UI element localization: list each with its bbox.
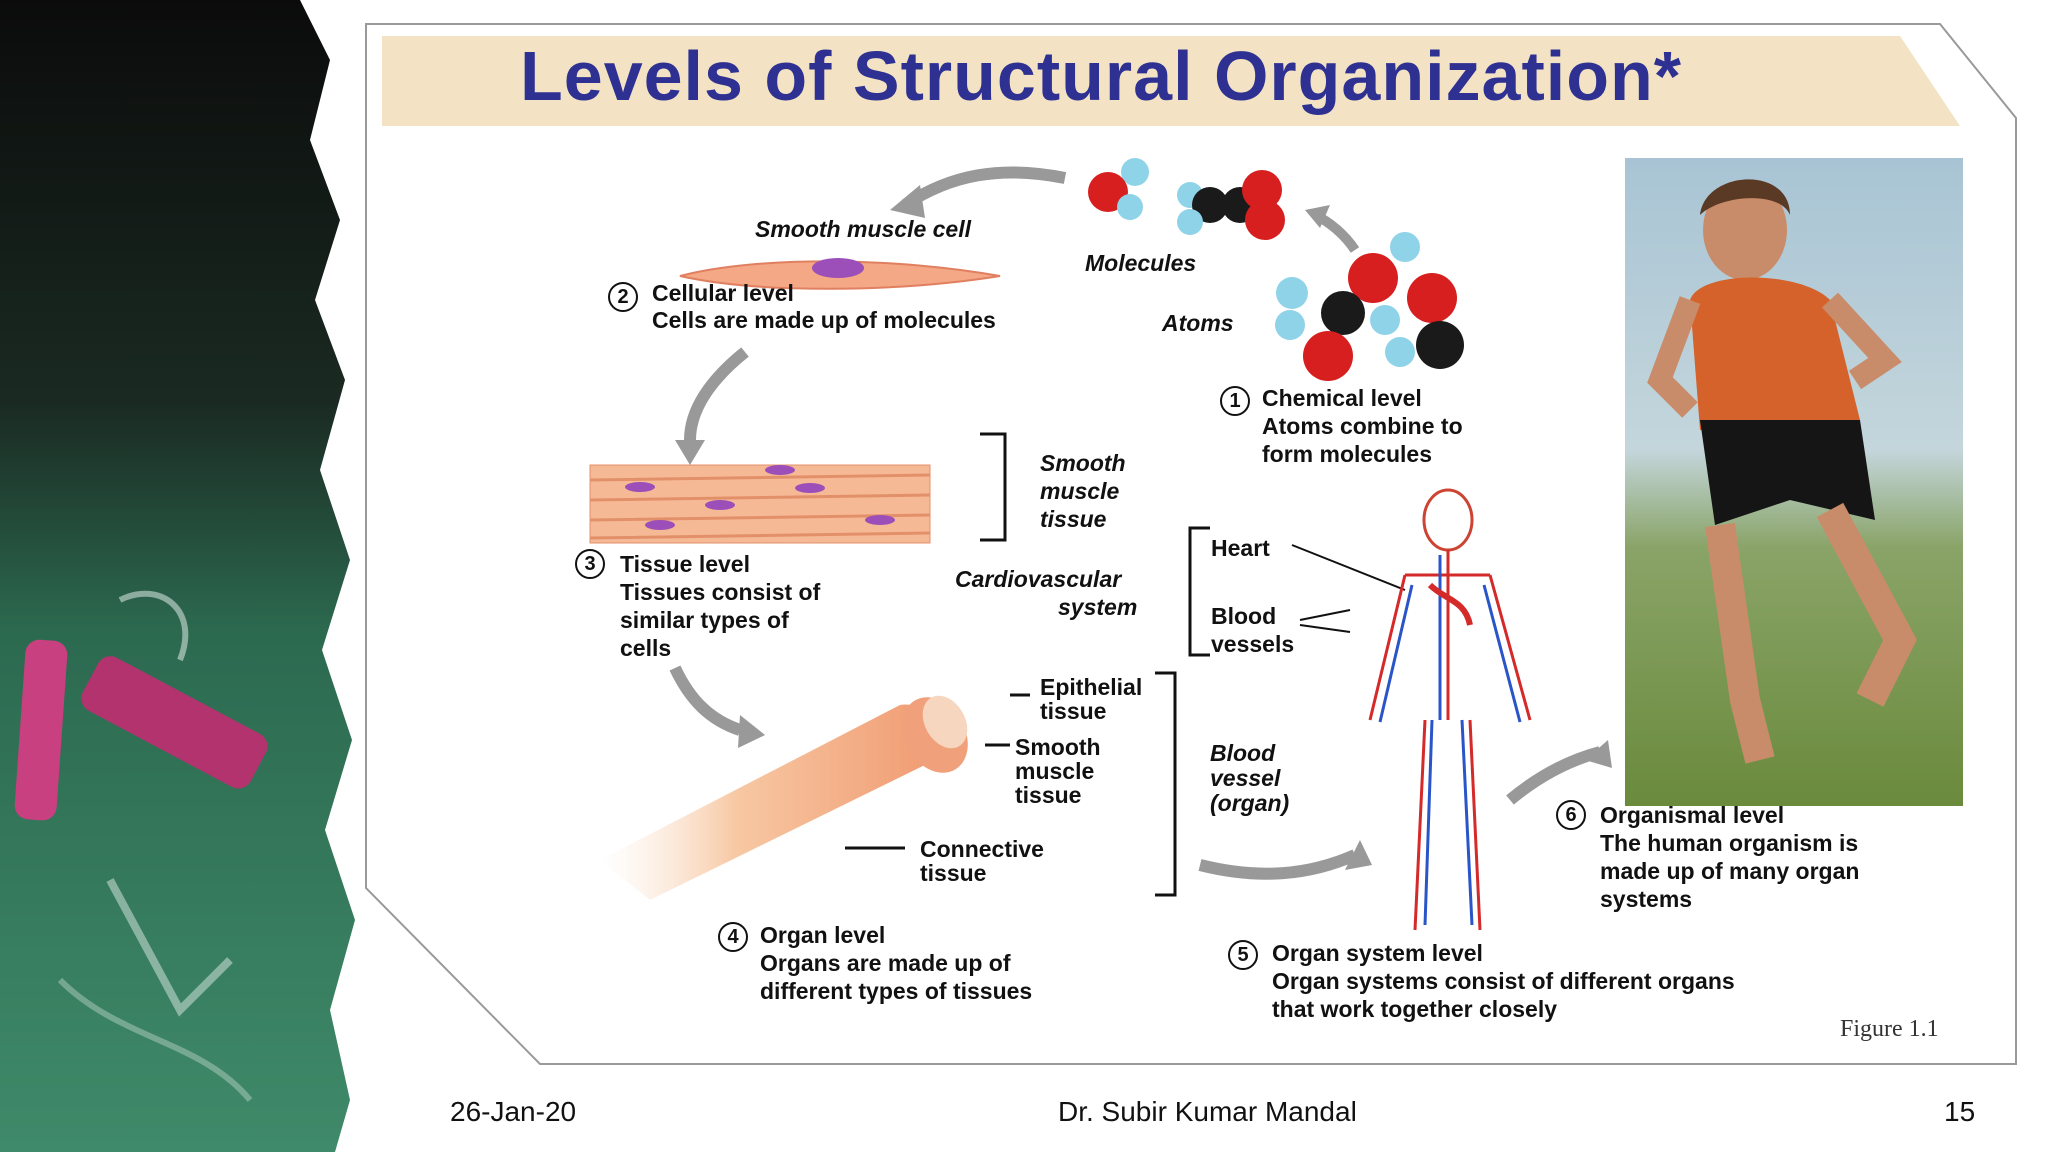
footer-page-number: 15 [1944,1096,1976,1127]
level-2-description: Cells are made up of molecules [652,307,996,333]
level-4-line1: Organs are made up of [760,950,1011,976]
label-heart: Heart [1211,535,1270,561]
label-blood-vessel-2: vessel [1210,765,1281,791]
arrow-organ-to-system [1198,849,1358,880]
chalkboard-decoration [0,0,355,1152]
arrow-molecules-to-cell [901,166,1067,210]
label-connective: Connective [920,836,1044,862]
chalk-pieces [14,639,268,821]
figure-label: Figure 1.1 [1840,1016,1939,1042]
level-4-number: 4 [718,922,748,952]
level-4-line2: different types of tissues [760,978,1033,1004]
label-blood: Blood [1211,603,1277,629]
footer-date: 26-Jan-20 [450,1096,577,1127]
molecule-cluster [1088,158,1285,240]
tissue-bracket [980,432,1007,542]
label-smooth-muscle-cell: Smooth muscle cell [755,216,972,242]
level-1-line1: Atoms combine to [1262,413,1463,439]
runner-photo [1625,158,1963,806]
label-epithelial: Epithelial [1040,674,1143,700]
arrow-tissue-to-organ [669,665,743,736]
label-blood-vessel-1: Blood [1210,740,1276,766]
level-2-number: 2 [608,282,638,312]
slide-title: Levels of Structural Organization* [520,37,1682,115]
label-cardiovascular-system: system [1058,594,1138,620]
footer-author: Dr. Subir Kumar Mandal [1058,1096,1357,1127]
label-connective-tissue: tissue [920,860,987,886]
level-1-title: Chemical level [1262,385,1422,411]
level-3-line3: cells [620,635,672,661]
label-smooth-muscle-tissue-3: tissue [1040,506,1107,532]
level-1-line2: form molecules [1262,441,1432,467]
label-muscle-2: muscle [1015,758,1095,784]
level-5-number: 5 [1228,940,1258,970]
level-5-line1: Organ systems consist of different organ… [1272,968,1735,994]
label-tissue-2: tissue [1015,782,1082,808]
label-vessels: vessels [1211,631,1295,657]
level-6-line3: systems [1600,886,1693,912]
level-4-title: Organ level [760,922,886,948]
level-3-line2: similar types of [620,607,789,633]
level-5-line2: that work together closely [1272,996,1558,1022]
level-6-title: Organismal level [1600,802,1785,828]
label-smooth-2: Smooth [1015,734,1101,760]
level-3-number: 3 [575,549,605,579]
arrow-system-to-organism [1506,746,1602,805]
cardiovascular-bracket [1188,526,1210,657]
level-6-number: 6 [1556,800,1586,830]
level-2-title: Cellular level [652,280,794,306]
level-3-line1: Tissues consist of [620,579,821,605]
level-3-title: Tissue level [620,551,750,577]
atom-cluster [1275,232,1464,381]
label-blood-vessel-3: (organ) [1210,790,1290,816]
cardiovascular-figure [1368,488,1532,931]
blood-vessel-image [600,695,968,900]
label-epithelial-tissue: tissue [1040,698,1107,724]
level-1-number: 1 [1220,386,1250,416]
label-molecules: Molecules [1085,250,1197,276]
smooth-muscle-cell-image [679,258,1001,290]
level-6-line2: made up of many organ [1600,858,1860,884]
organ-bracket [1155,671,1177,897]
label-smooth-muscle-tissue-1: Smooth [1040,450,1126,476]
arrow-cell-to-tissue [684,347,749,441]
label-atoms: Atoms [1162,310,1234,336]
level-5-title: Organ system level [1272,940,1483,966]
level-6-line1: The human organism is [1600,830,1859,856]
smooth-muscle-tissue-image [589,464,931,544]
label-smooth-muscle-tissue-2: muscle [1040,478,1120,504]
label-cardiovascular: Cardiovascular [955,566,1122,592]
